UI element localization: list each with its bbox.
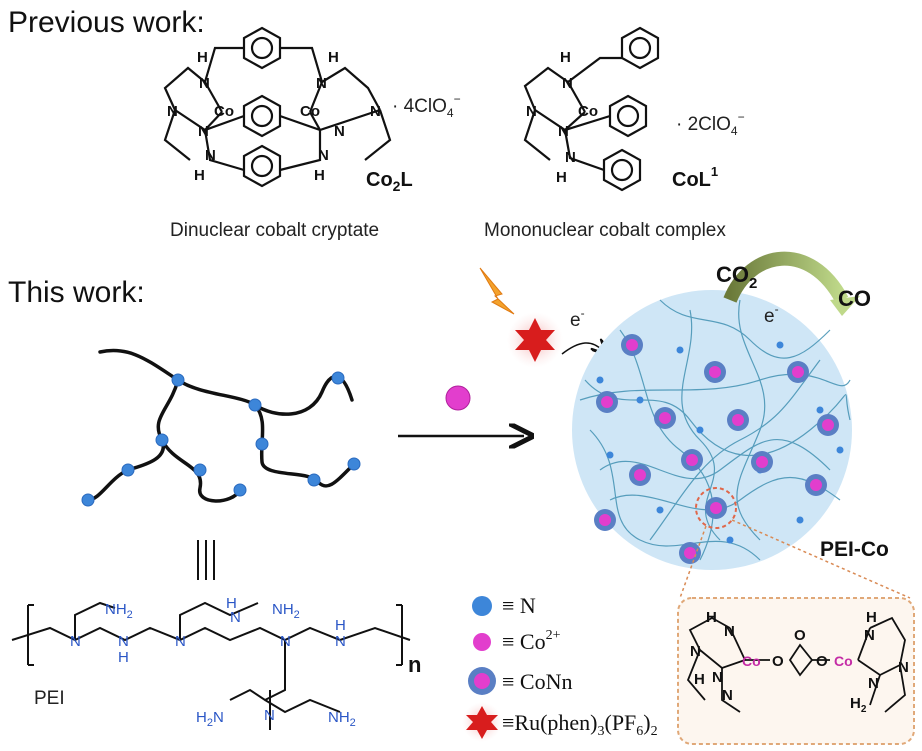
dinuclear-caption: Dinuclear cobalt cryptate xyxy=(170,220,379,241)
atom-label: H xyxy=(328,49,339,66)
atom-label: N xyxy=(722,687,733,704)
mononuclear-caption: Mononuclear cobalt complex xyxy=(484,220,726,241)
pei-chemical-structure xyxy=(11,601,411,730)
atom-label: O xyxy=(794,627,806,644)
legend-ru-swatch xyxy=(466,706,498,739)
atom-label: H xyxy=(866,609,877,626)
atom-label: O xyxy=(816,653,828,670)
atom-label: N xyxy=(370,103,381,120)
co-label: CO xyxy=(838,286,871,311)
arc-arrow-head xyxy=(830,296,860,316)
atom-label: N xyxy=(205,147,216,164)
pei-label: PEI xyxy=(34,688,65,709)
atom-label: N xyxy=(724,623,735,640)
star-photosensitizer-icon xyxy=(507,312,563,368)
atom-label: N xyxy=(334,123,345,140)
atom-label: N xyxy=(864,627,875,644)
atom-label: H xyxy=(560,49,571,66)
atom-label: N xyxy=(198,123,209,140)
callout-line-right xyxy=(731,519,911,599)
equivalence-bars xyxy=(197,540,215,580)
electron-label-1: e- xyxy=(570,306,585,331)
atom-label: N xyxy=(690,643,701,660)
amine-label: N xyxy=(335,633,346,650)
co2-label: CO2 xyxy=(716,262,757,292)
atom-label: H2 xyxy=(850,695,867,715)
electron-label-2: e- xyxy=(764,302,779,327)
amine-label: NH2 xyxy=(105,601,133,621)
amine-label: N xyxy=(230,609,241,626)
amine-label: H xyxy=(226,595,237,612)
repeat-unit-n: n xyxy=(408,652,421,677)
pei-nitrogen-dots xyxy=(81,371,361,507)
atom-label: Co xyxy=(214,103,234,120)
atom-label: N xyxy=(558,123,569,140)
atom-label: O xyxy=(772,653,784,670)
pei-co-particle xyxy=(572,290,852,570)
dinuclear-anion: · 4ClO4− xyxy=(392,92,461,120)
amine-label: N xyxy=(175,633,186,650)
dinuclear-label: Co2L xyxy=(366,169,413,194)
legend: ≡ N ≡ Co2+ ≡ CoNn ≡Ru(phen)3(PF6)2 xyxy=(462,593,658,742)
amine-label: NH2 xyxy=(272,601,300,621)
cobalt-reagent-dot xyxy=(445,385,471,411)
conversion-arc xyxy=(723,251,849,304)
atom-label: N xyxy=(526,103,537,120)
amine-label: H2N xyxy=(196,709,224,729)
atom-label: Co xyxy=(578,103,598,120)
detail-structure xyxy=(686,616,906,713)
atom-label: H xyxy=(194,167,205,184)
particle-strands xyxy=(579,299,851,561)
previous-work-heading: Previous work: xyxy=(8,6,205,39)
legend-n-label: ≡ N xyxy=(502,593,536,618)
atom-label: N xyxy=(318,147,329,164)
legend-co-label: ≡ Co2+ xyxy=(502,628,561,654)
legend-co-swatch xyxy=(473,633,491,651)
atom-label: H xyxy=(706,609,717,626)
atom-label: N xyxy=(199,75,210,92)
legend-ru-label: ≡Ru(phen)3(PF6)2 xyxy=(502,710,658,739)
atom-label: N xyxy=(565,149,576,166)
lightning-icon xyxy=(479,267,515,315)
amine-label: H xyxy=(118,649,129,666)
mononuclear-complex-structure xyxy=(523,26,660,192)
atom-label: N xyxy=(898,659,909,676)
amine-label: H xyxy=(335,617,346,634)
zoom-highlight-ring xyxy=(695,487,737,529)
legend-conn-label: ≡ CoNn xyxy=(502,669,572,694)
atom-label: Co xyxy=(300,103,320,120)
amine-label: N xyxy=(280,633,291,650)
atom-label: N xyxy=(868,675,879,692)
atom-label: N xyxy=(316,75,327,92)
this-work-heading: This work: xyxy=(8,276,145,309)
atom-label: N xyxy=(167,103,178,120)
particle-conn-sites xyxy=(594,334,839,564)
mononuclear-anion: · 2ClO4− xyxy=(676,110,745,138)
detail-inset xyxy=(677,597,915,745)
atom-label: H xyxy=(694,671,705,688)
callout-line-left xyxy=(679,525,707,599)
atom-label: N xyxy=(562,75,573,92)
legend-n-swatch xyxy=(472,596,492,616)
mononuclear-label: CoL1 xyxy=(672,164,718,191)
atom-label: H xyxy=(314,167,325,184)
atom-label: H xyxy=(197,49,208,66)
amine-label: N xyxy=(264,707,275,724)
dinuclear-cryptate-structure xyxy=(163,26,392,188)
amine-label: NH2 xyxy=(328,709,356,729)
amine-label: N xyxy=(118,633,129,650)
detail-co-right: Co xyxy=(834,653,853,669)
detail-co-left: Co xyxy=(742,653,761,669)
amine-label: N xyxy=(70,633,81,650)
pei-co-label: PEI-Co xyxy=(820,538,889,561)
atom-label: H xyxy=(556,169,567,186)
atom-label: N xyxy=(712,669,723,686)
